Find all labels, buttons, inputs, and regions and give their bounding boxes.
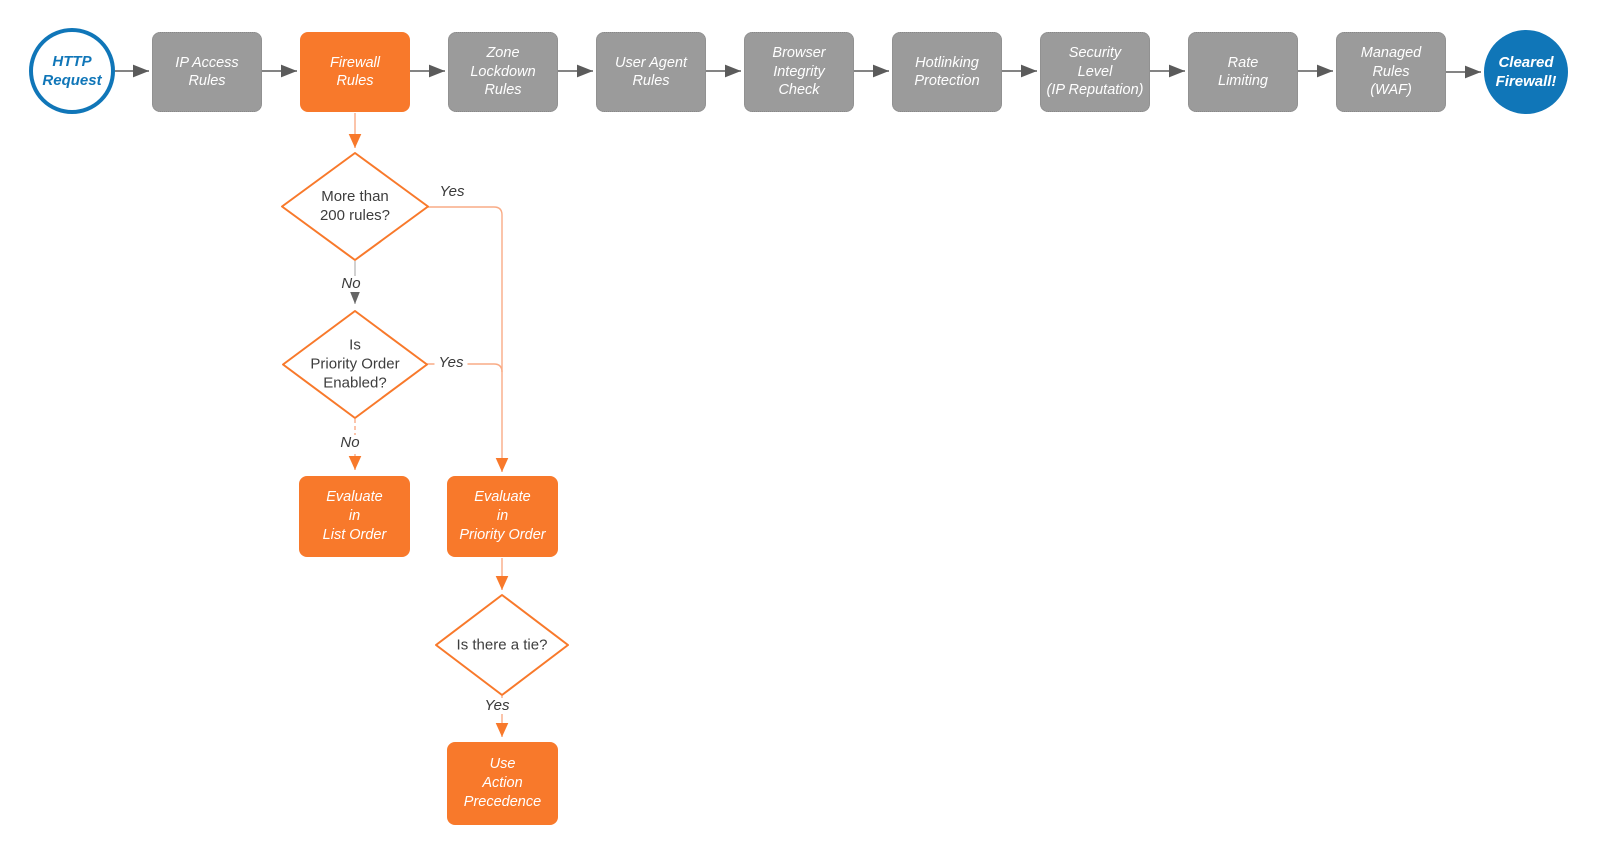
edge-label-no-rule-count: No	[337, 276, 365, 292]
managed-rules-waf-label: Managed Rules (WAF)	[1360, 45, 1422, 99]
connector-yes-priority-enabled-merge	[427, 363, 503, 373]
node-user-agent-rules: User Agent Rules	[596, 32, 706, 112]
decision-rule-count-label: More than 200 rules?	[319, 188, 391, 224]
node-security-level: Security Level (IP Reputation)	[1040, 32, 1150, 112]
cleared-firewall-label: Cleared Firewall!	[1495, 54, 1557, 90]
node-use-action-precedence: Use Action Precedence	[447, 742, 558, 825]
firewall-rules-label: Firewall Rules	[330, 54, 380, 90]
evaluate-list-order-label: Evaluate in List Order	[322, 489, 387, 543]
evaluate-priority-order-label: Evaluate in Priority Order	[459, 489, 546, 543]
use-action-precedence-label: Use Action Precedence	[463, 756, 542, 810]
decision-rule-count-shape	[281, 152, 429, 261]
security-level-label: Security Level (IP Reputation)	[1046, 45, 1144, 99]
decision-tie-shape	[435, 594, 569, 696]
node-zone-lockdown-rules: Zone Lockdown Rules	[448, 32, 558, 112]
decision-priority-enabled-shape	[282, 310, 428, 419]
node-managed-rules-waf: Managed Rules (WAF)	[1336, 32, 1446, 112]
browser-integrity-check-label: Browser Integrity Check	[772, 45, 826, 99]
user-agent-rules-label: User Agent Rules	[615, 54, 687, 90]
node-browser-integrity-check: Browser Integrity Check	[744, 32, 854, 112]
http-request-label: HTTP Request	[42, 53, 102, 89]
ip-access-rules-label: IP Access Rules	[175, 54, 239, 90]
node-evaluate-priority-order: Evaluate in Priority Order	[447, 476, 558, 557]
decision-priority-enabled-label: Is Priority Order Enabled?	[310, 336, 400, 392]
node-hotlinking-protection: Hotlinking Protection	[892, 32, 1002, 112]
edge-label-yes-tie: Yes	[480, 698, 514, 714]
node-firewall-rules: Firewall Rules	[300, 32, 410, 112]
decision-tie-label: Is there a tie?	[456, 636, 548, 654]
node-ip-access-rules: IP Access Rules	[152, 32, 262, 112]
hotlinking-protection-label: Hotlinking Protection	[914, 54, 980, 90]
edge-label-yes-priority-enabled: Yes	[434, 355, 468, 371]
node-cleared-firewall: Cleared Firewall!	[1484, 30, 1568, 114]
node-rate-limiting: Rate Limiting	[1188, 32, 1298, 112]
connector-yes-rule-count-to-priority-box	[428, 206, 509, 472]
edge-label-yes-rule-count: Yes	[439, 183, 465, 200]
node-evaluate-list-order: Evaluate in List Order	[299, 476, 410, 557]
edge-label-no-priority-enabled: No	[336, 435, 364, 451]
zone-lockdown-rules-label: Zone Lockdown Rules	[470, 45, 536, 99]
rate-limiting-label: Rate Limiting	[1218, 54, 1268, 90]
node-http-request: HTTP Request	[29, 28, 115, 114]
